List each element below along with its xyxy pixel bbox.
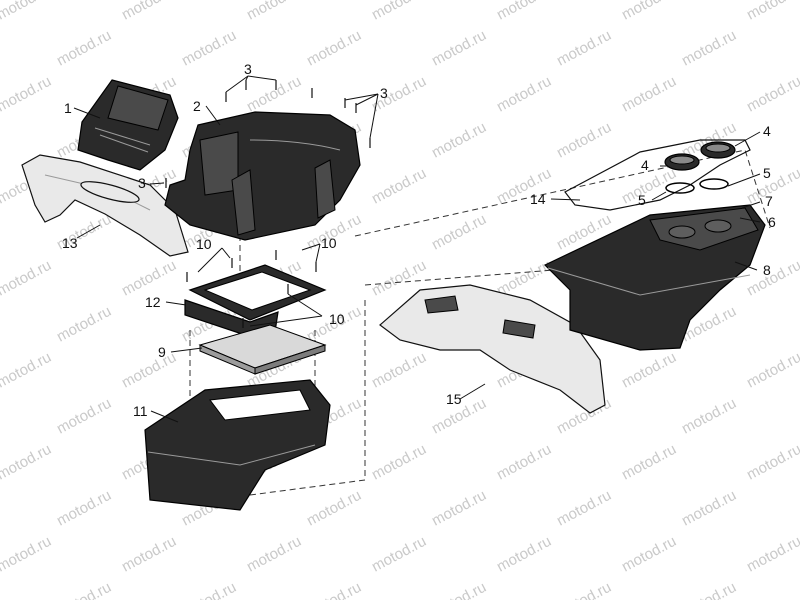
watermark-text: motod.ru [119,533,179,576]
watermark-text: motod.ru [54,395,114,438]
watermark-text: motod.ru [744,73,800,116]
watermark-text: motod.ru [119,349,179,392]
watermark-text: motod.ru [429,579,489,600]
watermark-text: motod.ru [369,349,429,392]
callout-8: 8 [763,262,771,278]
leader-lines [73,75,761,423]
watermark-text: motod.ru [0,0,54,24]
watermark-text: motod.ru [494,0,554,24]
callout-12: 12 [145,294,161,310]
watermark-text: motod.ru [679,487,739,530]
watermark-text: motod.ru [244,0,304,24]
callout-7: 7 [765,193,773,209]
part-2-airbox-cover [164,111,361,241]
watermark-text: motod.ru [244,533,304,576]
callout-10a: 10 [196,236,212,252]
callout-3b: 3 [380,85,388,101]
callout-5a: 5 [763,165,771,181]
watermark-text: motod.ru [679,395,739,438]
watermark-text: motod.ru [304,579,364,600]
watermark-text: motod.ru [119,0,179,24]
watermark-text: motod.ru [0,533,54,576]
watermark-text: motod.ru [54,579,114,600]
watermark-text: motod.ru [54,487,114,530]
watermark-text: motod.ru [744,441,800,484]
callout-10b: 10 [321,235,337,251]
watermark-text: motod.ru [369,0,429,24]
part-13-bracket [21,154,189,257]
watermark-text: motod.ru [369,533,429,576]
watermark-text: motod.ru [244,73,304,116]
callout-2: 2 [193,98,201,114]
watermark-text: motod.ru [744,257,800,300]
watermark-text: motod.ru [429,211,489,254]
callout-14: 14 [530,191,546,207]
watermark-text: motod.ru [619,73,679,116]
part-8-airbox [543,204,766,351]
callout-5b: 5 [638,192,646,208]
watermark-text: motod.ru [304,27,364,70]
watermark-text: motod.ru [494,441,554,484]
watermark-text: motod.ru [369,441,429,484]
watermark-text: motod.ru [619,0,679,24]
callout-13: 13 [62,235,78,251]
part-14-gasket [564,139,751,211]
watermark-text: motod.ru [619,441,679,484]
callout-11: 11 [133,403,148,419]
watermark-text: motod.ru [0,73,54,116]
watermark-text: motod.ru [554,119,614,162]
screws-10 [186,250,317,328]
part-12-filter-frame [184,264,327,336]
watermark-text: motod.ru [429,27,489,70]
watermark-text: motod.ru [54,27,114,70]
watermark-text: motod.ru [369,165,429,208]
watermark-text: motod.ru [554,27,614,70]
parts-4-5-ducts-rings [664,141,736,194]
part-1-intake-duct [77,79,179,171]
callout-15: 15 [446,391,462,407]
watermark-text: motod.ru [619,349,679,392]
watermark-text: motod.ru [0,441,54,484]
watermark-text: motod.ru [744,533,800,576]
callout-4b: 4 [641,157,649,173]
callout-3c: 3 [138,175,146,191]
watermark-text: motod.ru [179,579,239,600]
callout-6: 6 [768,214,776,230]
callout-3a: 3 [244,61,252,77]
watermark-text: motod.ru [429,487,489,530]
part-9-filter-element [198,324,327,375]
callout-4a: 4 [763,123,771,139]
watermark-text: motod.ru [619,533,679,576]
watermark-text: motod.ru [494,73,554,116]
watermark-text: motod.ru [554,487,614,530]
watermark-text: motod.ru [429,119,489,162]
part-11-lower-housing [144,379,331,511]
watermark-text: motod.ru [54,303,114,346]
watermark-text: motod.ru [0,349,54,392]
callout-9: 9 [158,344,166,360]
part-15-panel [379,284,606,414]
callout-10c: 10 [329,311,345,327]
watermark-text: motod.ru [679,27,739,70]
watermark-text: motod.ru [554,579,614,600]
watermark-text: motod.ru [179,27,239,70]
watermark-text: motod.ru [744,349,800,392]
watermark-text: motod.ru [494,533,554,576]
watermark-text: motod.ru [0,257,54,300]
part-13-slot [80,181,140,203]
callout-1: 1 [64,100,72,116]
watermark-text: motod.ru [304,487,364,530]
callout-labels: 1 2 3 3 3 4 4 5 5 6 7 8 9 10 10 10 11 12… [62,61,776,419]
watermark-text: motod.ru [679,579,739,600]
watermark-text: motod.ru [744,0,800,24]
